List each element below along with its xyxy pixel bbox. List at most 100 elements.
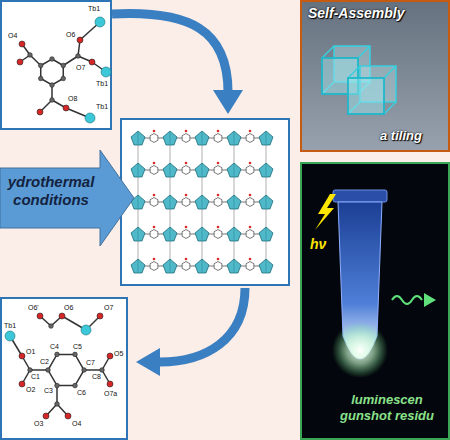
oxygen-atom <box>107 353 113 359</box>
terbium-polyhedron <box>163 259 177 273</box>
terbium-polyhedron <box>195 195 209 209</box>
oxygen-atom <box>17 59 23 65</box>
linker <box>234 176 235 196</box>
terbium-polyhedron <box>259 227 273 241</box>
polyhedron-edge <box>234 227 235 241</box>
oxygen-atom <box>63 105 69 111</box>
lightning-bolt <box>315 194 336 230</box>
linker-ring <box>182 198 190 207</box>
linker-ring <box>150 230 158 239</box>
polyhedron-edge <box>202 195 203 209</box>
arrow-head <box>213 90 243 114</box>
polyhedron-edge <box>170 163 171 177</box>
terbium-polyhedron <box>131 163 145 177</box>
linker <box>170 144 171 164</box>
polyhedron-edge <box>202 131 203 145</box>
linker-ring <box>246 134 254 143</box>
polyhedron-edge <box>170 227 171 241</box>
terbium-atom <box>95 17 105 27</box>
terbium-polyhedron <box>227 163 241 177</box>
atom-label: O1 <box>26 348 35 355</box>
atom-label: O7 <box>76 64 85 71</box>
terbium-polyhedron <box>195 227 209 241</box>
polyhedron-edge <box>202 227 203 241</box>
linker-ring <box>150 262 158 271</box>
cube-edge <box>384 66 396 78</box>
terbium-polyhedron <box>259 195 273 209</box>
atom-label: O7a <box>104 390 117 397</box>
carbon-atom <box>76 54 81 59</box>
polyhedron-edge <box>170 195 171 209</box>
terbium-polyhedron <box>259 259 273 273</box>
linker-ring <box>214 262 222 271</box>
oxygen-atom <box>43 413 49 419</box>
linker-oxygen <box>153 162 156 165</box>
carbon-atom <box>82 368 87 373</box>
polyhedron-edge <box>234 259 235 273</box>
content-panel: hν luminescen gunshot residu <box>300 162 450 440</box>
linker-oxygen <box>153 258 156 261</box>
cube-edge <box>384 102 396 114</box>
carbon-atom <box>55 383 60 388</box>
linker <box>234 208 235 228</box>
oxygen-atom <box>37 109 43 115</box>
polyhedron-edge <box>266 259 267 273</box>
framework-panel <box>121 119 289 285</box>
carbon-atom <box>61 76 66 81</box>
terbium-atom <box>85 113 95 123</box>
terbium-polyhedron <box>227 131 241 145</box>
linker-ring <box>150 166 158 175</box>
linker-oxygen <box>185 258 188 261</box>
terbium-polyhedron <box>163 163 177 177</box>
linker-oxygen <box>185 226 188 229</box>
oxygen-atom <box>77 37 83 43</box>
linker <box>266 208 267 228</box>
carbon-atom <box>100 368 105 373</box>
cube-edge <box>358 46 370 58</box>
atom-label: O2 <box>26 386 35 393</box>
linker-ring <box>214 198 222 207</box>
linker <box>266 144 267 164</box>
atom-label: Tb1 <box>96 103 108 110</box>
panel-text: luminescen gunshot residu <box>328 392 446 423</box>
linker <box>138 208 139 228</box>
linker <box>202 176 203 196</box>
bond <box>84 369 102 371</box>
linker-ring <box>182 230 190 239</box>
carbon-atom <box>46 368 51 373</box>
atom-label: O8 <box>68 95 77 102</box>
polyhedron-edge <box>202 163 203 177</box>
atom-label: C7 <box>86 359 95 366</box>
terbium-polyhedron <box>195 163 209 177</box>
linker-ring <box>246 230 254 239</box>
carbon-atom <box>38 76 43 81</box>
emission-head <box>424 293 436 307</box>
emission-glow <box>332 322 388 378</box>
linker-ring <box>246 166 254 175</box>
polyhedron-edge <box>266 195 267 209</box>
polyhedron-edge <box>266 227 267 241</box>
terbium-polyhedron <box>163 131 177 145</box>
ligand-panel <box>1 298 127 439</box>
linker <box>138 176 139 196</box>
oxygen-atom <box>19 381 25 387</box>
atom-label: O7 <box>104 304 113 311</box>
benzene-ring <box>48 354 84 385</box>
atom-label: O6 <box>64 304 73 311</box>
oxygen-atom <box>59 313 65 319</box>
atom-label: O5 <box>114 350 123 357</box>
atom-label: O3 <box>34 420 43 427</box>
polyhedron-edge <box>138 227 139 241</box>
linker-ring <box>214 134 222 143</box>
carbon-atom <box>49 324 54 329</box>
polyhedron-edge <box>170 131 171 145</box>
panel-text: hν <box>310 236 340 253</box>
linker-oxygen <box>153 130 156 133</box>
linker <box>266 176 267 196</box>
terbium-polyhedron <box>227 227 241 241</box>
carbon-atom <box>50 83 55 88</box>
terbium-atom <box>5 331 15 341</box>
oxygen-atom <box>65 413 71 419</box>
carbon-atom <box>55 402 60 407</box>
